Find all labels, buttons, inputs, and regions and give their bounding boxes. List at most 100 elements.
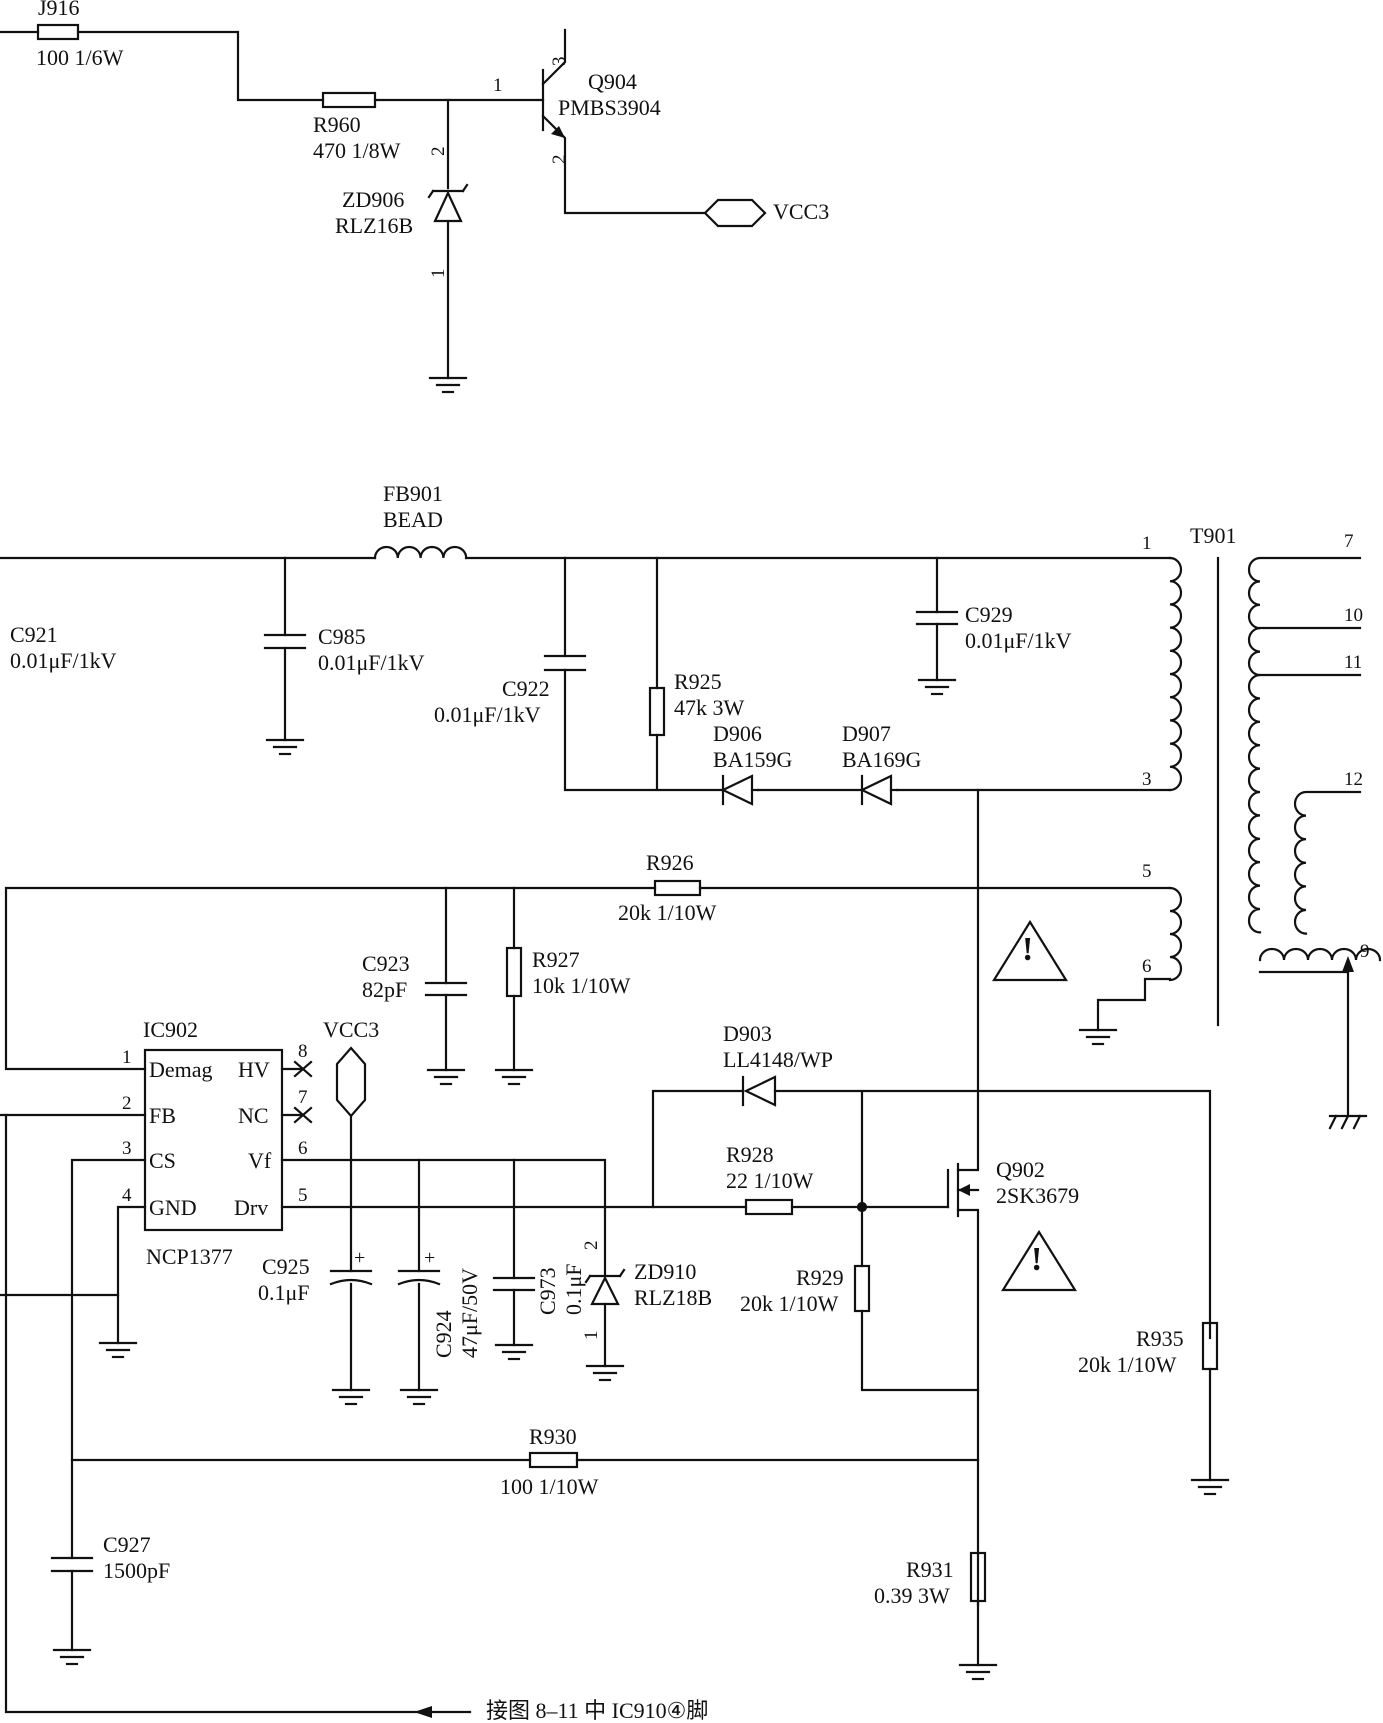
resistor-r929	[853, 1264, 871, 1313]
wire-d903-loop	[651, 1089, 1212, 1340]
note-connect-ic910: 接图 8–11 中 IC910④脚	[486, 1698, 709, 1723]
label-r931-ref: R931	[906, 1557, 954, 1582]
label-c924-value: 47μF/50V	[457, 1267, 482, 1358]
label-zd910-value: RLZ18B	[634, 1285, 713, 1310]
ic902-pin-fb: FB	[149, 1103, 176, 1128]
label-r930-value: 100 1/10W	[500, 1474, 599, 1499]
label-c929-ref: C929	[965, 602, 1013, 627]
winding-t901-secondary	[1247, 556, 1362, 934]
ground-r935	[1190, 1478, 1230, 1496]
wire-top-input	[0, 30, 545, 102]
resistor-r927	[505, 946, 523, 998]
warning-mark-1: !	[1022, 931, 1034, 968]
resistor-r960	[321, 91, 377, 109]
wire-aux-feedback	[4, 886, 1172, 1071]
arrow-note	[414, 1706, 432, 1718]
label-r925-value: 47k 3W	[674, 695, 745, 720]
chassis-ground-t901	[1328, 1114, 1368, 1130]
resistor-r928	[744, 1198, 794, 1216]
nc-mark-nc	[293, 1106, 313, 1124]
label-c925-ref: C925	[262, 1254, 310, 1279]
label-c922-value: 0.01μF/1kV	[434, 702, 541, 727]
ic902-pin-demag: Demag	[149, 1057, 213, 1082]
pin-t901-7: 7	[1344, 531, 1354, 552]
wire-ic-gnd	[116, 1205, 147, 1345]
label-c921-value: 0.01μF/1kV	[10, 648, 117, 673]
label-c927-value: 1500pF	[103, 1558, 171, 1583]
label-r930-ref: R930	[529, 1424, 577, 1449]
pin-q904-2: 2	[549, 154, 570, 165]
diode-d907	[859, 774, 893, 806]
label-r931-value: 0.39 3W	[874, 1583, 950, 1608]
ic902-pin-cs: CS	[149, 1148, 176, 1173]
ic902-pinnum-6: 6	[298, 1138, 308, 1159]
label-c925-value: 0.1μF	[258, 1280, 310, 1305]
label-ic902-ref: IC902	[143, 1017, 198, 1042]
label-zd906-ref: ZD906	[342, 187, 405, 212]
nc-mark-hv	[293, 1060, 313, 1078]
label-r960-ref: R960	[313, 112, 361, 137]
pin-t901-12: 12	[1344, 769, 1363, 790]
label-q902-ref: Q902	[996, 1157, 1045, 1182]
pin-q904-3: 3	[549, 56, 570, 67]
label-c922-ref: C922	[502, 676, 550, 701]
wire-ic-cs	[70, 1158, 147, 1652]
label-r935-value: 20k 1/10W	[1078, 1352, 1177, 1377]
label-d906-ref: D906	[713, 721, 762, 746]
pin-t901-5: 5	[1142, 861, 1152, 882]
pin-zd906-1: 1	[428, 268, 449, 279]
label-r926-ref: R926	[646, 850, 694, 875]
label-r935-ref: R935	[1136, 1326, 1184, 1351]
ground-r931	[958, 1663, 998, 1681]
resistor-j916	[36, 23, 80, 41]
pin-t901-9: 9	[1360, 941, 1370, 962]
ic902-pin-nc: NC	[238, 1103, 269, 1128]
ic902-pinnum-4: 4	[122, 1185, 132, 1206]
ic902-pinnum-3: 3	[122, 1138, 132, 1159]
mosfet-q902	[946, 788, 980, 1607]
ic902-pinnum-7: 7	[298, 1087, 308, 1108]
label-r960-value: 470 1/8W	[313, 138, 401, 163]
label-r927-ref: R927	[532, 947, 580, 972]
label-r928-ref: R928	[726, 1142, 774, 1167]
ic902-pinnum-8: 8	[298, 1041, 308, 1062]
pin-q904-1: 1	[493, 75, 503, 96]
label-j916-ref: J916	[38, 0, 80, 20]
label-d903-ref: D903	[723, 1021, 772, 1046]
polarity-c925: +	[354, 1247, 366, 1269]
inductor-fb901	[373, 545, 468, 560]
warning-triangle-2	[1001, 1229, 1077, 1292]
wire-c922-r925	[563, 556, 1172, 792]
zener-zd910	[584, 1268, 626, 1306]
ground-ic	[98, 1341, 138, 1359]
label-r925-ref: R925	[674, 669, 722, 694]
ground-c927	[52, 1648, 92, 1666]
ground-r927	[494, 1068, 534, 1086]
pin-t901-3: 3	[1142, 769, 1152, 790]
ic902-pin-vf: Vf	[248, 1148, 272, 1173]
pin-t901-6: 6	[1142, 956, 1152, 977]
ground-c985	[265, 738, 305, 756]
diode-d903	[741, 1075, 777, 1107]
connector-vcc3-mid	[335, 1046, 367, 1118]
ic902-pin-hv: HV	[238, 1057, 270, 1082]
label-q904-ref: Q904	[588, 69, 637, 94]
label-c973-value: 0.1μF	[561, 1263, 586, 1315]
ground-zd906	[428, 376, 468, 394]
ground-zd910	[585, 1364, 625, 1382]
resistor-r925	[648, 686, 666, 737]
label-c929-value: 0.01μF/1kV	[965, 628, 1072, 653]
label-t901-ref: T901	[1190, 523, 1237, 548]
label-r928-value: 22 1/10W	[726, 1168, 814, 1193]
label-c923-value: 82pF	[362, 977, 408, 1002]
pin-t901-1: 1	[1142, 533, 1152, 554]
label-c973-ref: C973	[535, 1267, 560, 1315]
winding-t901-bottom	[1258, 947, 1382, 974]
pin-zd906-2: 2	[428, 146, 449, 157]
resistor-r926	[653, 879, 702, 897]
ic902-pin-gnd: GND	[149, 1195, 197, 1220]
ground-c923	[426, 1068, 466, 1086]
pin-zd910-2: 2	[581, 1240, 602, 1251]
label-d907-value: BA169G	[842, 747, 922, 772]
zener-zd906	[427, 183, 469, 223]
